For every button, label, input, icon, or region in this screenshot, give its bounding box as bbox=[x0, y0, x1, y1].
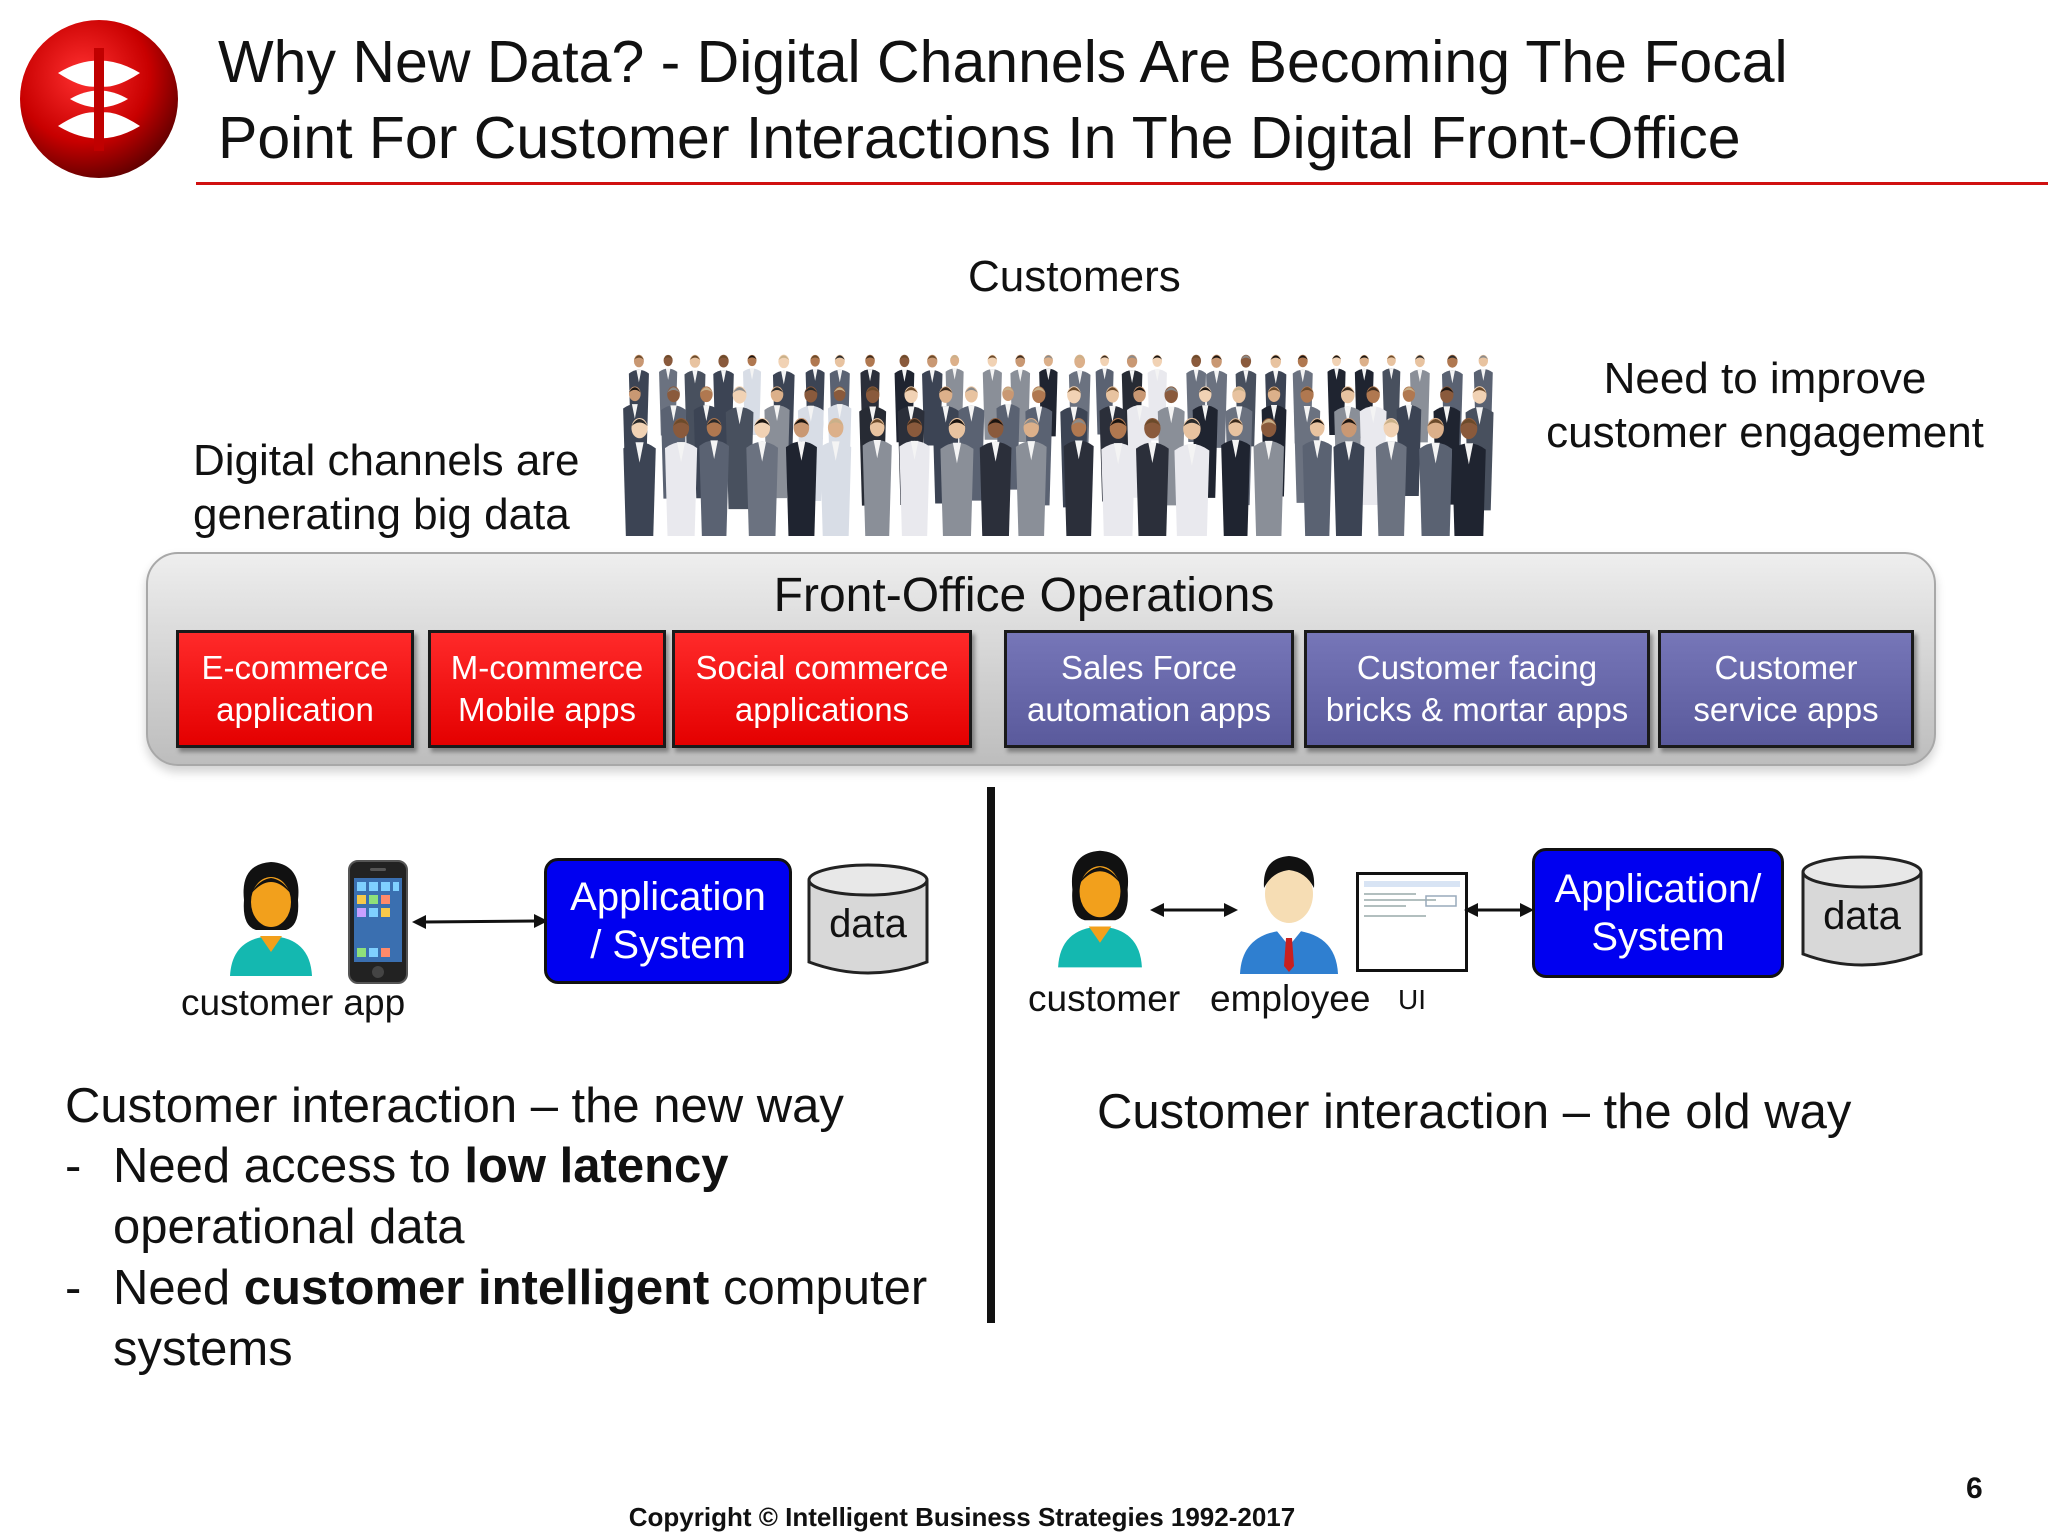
crowd-person bbox=[1221, 418, 1251, 547]
crowd-person bbox=[1136, 417, 1169, 564]
old-way-data-cylinder-icon bbox=[1800, 854, 1924, 979]
system-label: Application / System bbox=[570, 875, 766, 967]
bullet-text: systems bbox=[113, 1322, 293, 1376]
front-office-title: Front-Office Operations bbox=[773, 569, 1275, 622]
crowd-person bbox=[1253, 418, 1284, 554]
crowd-person bbox=[1063, 418, 1094, 551]
new-way-system-box: Application / System bbox=[544, 858, 792, 984]
old-way-data-label: data bbox=[1823, 894, 1901, 938]
crowd-person bbox=[820, 418, 852, 556]
page-number: 6 bbox=[1966, 1472, 1983, 1505]
big-data-note: Digital channels are generating big data bbox=[193, 434, 579, 542]
crowd-person bbox=[664, 417, 698, 561]
title-rule bbox=[196, 182, 2048, 185]
bullet-low-latency: Need access to low latency operational d… bbox=[113, 1136, 983, 1258]
ecommerce-app-box: E-commerce application bbox=[176, 630, 414, 748]
improve-line-1: Need to improve bbox=[1603, 354, 1927, 403]
app-label: Social commerce applications bbox=[695, 649, 949, 728]
new-way-data-label: data bbox=[829, 902, 907, 946]
bigdata-line-2: generating big data bbox=[193, 490, 570, 539]
ui-screen-icon bbox=[1356, 872, 1468, 977]
crowd-person bbox=[785, 418, 817, 556]
crowd-person bbox=[940, 417, 974, 565]
bullet-bold-text: customer intelligent bbox=[243, 1261, 710, 1315]
ibs-logo-icon bbox=[18, 18, 181, 181]
bullet-marker: - bbox=[65, 1261, 82, 1315]
crowd-person bbox=[1015, 418, 1047, 555]
crowd-person bbox=[699, 418, 729, 550]
customer-app-caption: customer app bbox=[181, 982, 406, 1023]
app-label: Sales Force automation apps bbox=[1026, 649, 1271, 728]
social-commerce-app-box: Social commerce applications bbox=[672, 630, 972, 748]
bullet-text: operational data bbox=[113, 1200, 465, 1254]
copyright-footer: Copyright © Intelligent Business Strateg… bbox=[628, 1502, 1296, 1532]
crowd-person bbox=[1382, 354, 1401, 435]
new-way-arrow bbox=[412, 912, 548, 937]
improve-line-2: customer engagement bbox=[1546, 408, 1984, 457]
crowd-person bbox=[979, 418, 1012, 559]
crowd-person bbox=[746, 418, 778, 559]
old-way-system-box: Application/ System bbox=[1532, 848, 1784, 978]
bullet-text: Need bbox=[113, 1261, 244, 1315]
bullet-text: Need access to bbox=[113, 1139, 465, 1193]
section-divider bbox=[987, 787, 995, 1323]
crowd-person bbox=[1419, 417, 1453, 565]
old-way-customer-caption: customer bbox=[1028, 978, 1181, 1019]
title-line-1: Why New Data? - Digital Channels Are Bec… bbox=[218, 29, 1788, 95]
app-label: M-commerce Mobile apps bbox=[450, 649, 644, 728]
customer-service-app-box: Customer service apps bbox=[1658, 630, 1914, 748]
title-line-2: Point For Customer Interactions In The D… bbox=[218, 105, 1741, 171]
customer-woman-icon bbox=[226, 856, 316, 981]
crowd-of-business-people-image bbox=[620, 318, 1520, 573]
bricks-mortar-app-box: Customer facing bricks & mortar apps bbox=[1304, 630, 1650, 748]
crowd-person bbox=[1375, 418, 1407, 555]
system-label: Application/ System bbox=[1554, 867, 1762, 959]
employee-ui-arrow bbox=[1464, 900, 1534, 925]
crowd-person bbox=[862, 418, 892, 548]
smartphone-icon bbox=[348, 860, 408, 989]
app-label: Customer facing bricks & mortar apps bbox=[1325, 649, 1629, 728]
app-label: Customer service apps bbox=[1693, 649, 1879, 728]
old-way-employee-caption: employee bbox=[1210, 978, 1371, 1019]
bullet-marker: - bbox=[65, 1139, 82, 1193]
old-way-heading: Customer interaction – the old way bbox=[1097, 1085, 1852, 1139]
mcommerce-app-box: M-commerce Mobile apps bbox=[428, 630, 666, 748]
bullet-customer-intelligent: Need customer intelligent computer syste… bbox=[113, 1258, 993, 1380]
old-way-ui-caption: UI bbox=[1398, 984, 1426, 1015]
customer-woman-icon bbox=[1054, 844, 1146, 973]
new-way-heading: Customer interaction – the new way bbox=[65, 1079, 844, 1133]
customers-label: Customers bbox=[968, 252, 1181, 301]
improve-engagement-note: Need to improve customer engagement bbox=[1530, 352, 2000, 460]
bullet-bold-text: low latency bbox=[464, 1139, 729, 1193]
bigdata-line-1: Digital channels are bbox=[193, 436, 580, 485]
app-label: E-commerce application bbox=[201, 649, 389, 728]
bullet-text: computer bbox=[709, 1261, 928, 1315]
sales-force-app-box: Sales Force automation apps bbox=[1004, 630, 1294, 748]
crowd-person bbox=[623, 417, 656, 562]
crowd-person bbox=[1302, 418, 1332, 549]
crowd-person bbox=[725, 386, 754, 510]
employee-icon bbox=[1236, 846, 1342, 979]
customer-employee-arrow bbox=[1150, 900, 1238, 925]
new-way-data-cylinder-icon bbox=[806, 862, 930, 987]
crowd-person bbox=[899, 418, 930, 553]
crowd-person bbox=[1333, 418, 1365, 556]
